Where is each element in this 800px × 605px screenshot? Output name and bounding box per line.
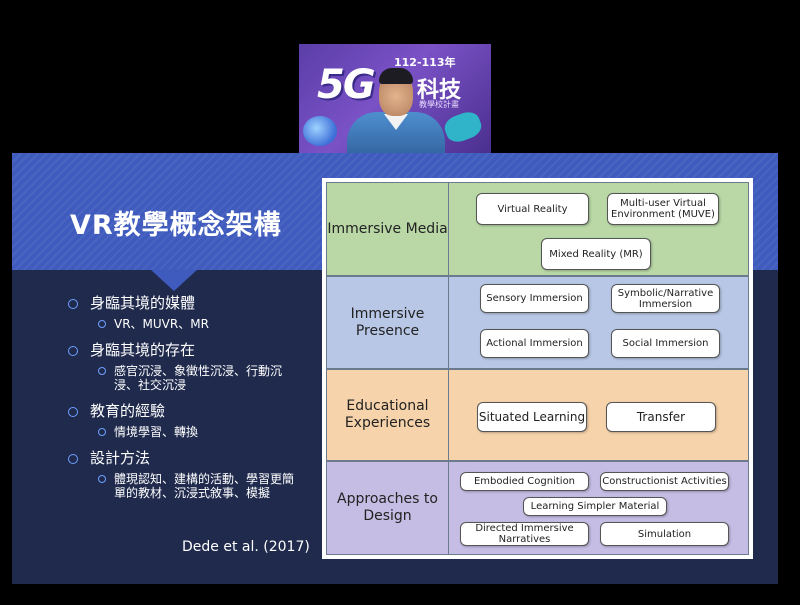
banner-5g: 5G xyxy=(317,62,376,108)
diagram-row-immersive-media: Immersive Media Virtual Reality Multi-us… xyxy=(326,182,749,276)
sub-bullet-item: VR、MUVR、MR xyxy=(64,317,304,331)
diagram-box: Simulation xyxy=(600,522,729,546)
diagram-box: Learning Simpler Material xyxy=(523,497,667,516)
row-label: Immersive Presence xyxy=(327,277,449,368)
diagram-box: Symbolic/Narrative Immersion xyxy=(611,284,720,313)
citation: Dede et al. (2017) xyxy=(182,539,310,555)
diagram-box: Actional Immersion xyxy=(480,329,589,358)
presenter-hair xyxy=(379,68,413,84)
slide-title: VR教學概念架構 xyxy=(70,210,282,241)
diagram-box: Constructionist Activities xyxy=(600,472,729,491)
banner-subtitle: 教學校計畫 xyxy=(419,100,459,109)
diagram-row-immersive-presence: Immersive Presence Sensory Immersion Sym… xyxy=(326,276,749,369)
row-label: Approaches to Design xyxy=(327,462,449,554)
astronaut-decoration-icon xyxy=(441,108,485,146)
diagram-box: Social Immersion xyxy=(611,329,720,358)
bullet-list: 身臨其境的媒體 VR、MUVR、MR 身臨其境的存在 感官沉浸、象徵性沉浸、行動… xyxy=(64,293,319,509)
row-content: Situated Learning Transfer xyxy=(449,370,748,460)
bullet-item: 設計方法 xyxy=(64,448,319,468)
framework-diagram: Immersive Media Virtual Reality Multi-us… xyxy=(322,178,753,559)
diagram-box: Directed Immersive Narratives xyxy=(460,522,589,546)
banner-years: 112-113年 xyxy=(394,56,456,69)
row-content: Virtual Reality Multi-user Virtual Envir… xyxy=(449,183,748,275)
sub-bullet-item: 感官沉浸、象徵性沉浸、行動沉浸、社交沉浸 xyxy=(64,364,304,392)
diagram-box: Multi-user Virtual Environment (MUVE) xyxy=(607,193,719,225)
diagram-box: Sensory Immersion xyxy=(480,284,589,313)
diagram-box: Virtual Reality xyxy=(476,193,589,225)
row-content: Sensory Immersion Symbolic/Narrative Imm… xyxy=(449,277,748,368)
bullet-item: 身臨其境的媒體 xyxy=(64,293,319,313)
sub-bullet-item: 情境學習、轉換 xyxy=(64,425,304,439)
diagram-row-approaches-to-design: Approaches to Design Embodied Cognition … xyxy=(326,461,749,555)
diagram-box: Transfer xyxy=(606,402,716,432)
title-band-notch xyxy=(150,269,198,291)
diagram-box: Mixed Reality (MR) xyxy=(541,238,651,270)
bullet-item: 教育的經驗 xyxy=(64,401,319,421)
bullet-item: 身臨其境的存在 xyxy=(64,340,319,360)
diagram-row-educational-experiences: Educational Experiences Situated Learnin… xyxy=(326,369,749,461)
row-label: Educational Experiences xyxy=(327,370,449,460)
banner-title: 科技 xyxy=(417,78,462,103)
webcam-video: 5G 112-113年 科技 教學校計畫 xyxy=(299,44,491,153)
5g-logo-icon xyxy=(303,116,337,146)
diagram-box: Situated Learning xyxy=(477,402,587,432)
row-label: Immersive Media xyxy=(327,183,449,275)
sub-bullet-item: 體現認知、建構的活動、學習更簡單的教材、沉浸式敘事、模擬 xyxy=(64,472,304,500)
row-content: Embodied Cognition Constructionist Activ… xyxy=(449,462,748,554)
diagram-box: Embodied Cognition xyxy=(460,472,589,491)
